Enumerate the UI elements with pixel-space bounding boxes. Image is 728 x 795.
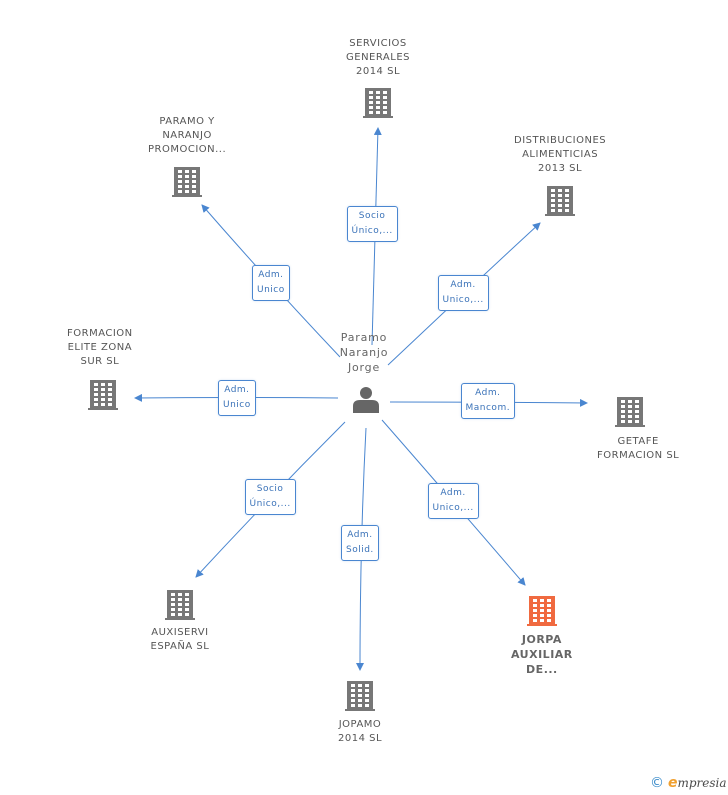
building-icon-servicios[interactable] <box>363 88 393 118</box>
relation-label-paramo[interactable]: Adm.Unico <box>252 265 290 301</box>
copyright-icon: © <box>650 775 664 791</box>
relation-label-jorpa[interactable]: Adm.Unico,... <box>427 483 479 519</box>
building-icon-distribuciones[interactable] <box>545 186 575 216</box>
building-icon-formacion[interactable] <box>88 380 118 410</box>
footer-brand: ©empresia <box>650 775 727 791</box>
person-icon[interactable] <box>353 387 379 413</box>
brand-logo: e <box>668 775 678 791</box>
relation-label-getafe[interactable]: Adm.Mancom. <box>460 383 516 419</box>
building-icon-getafe[interactable] <box>615 397 645 427</box>
center-person-name: Paramo Naranjo Jorge <box>339 331 389 374</box>
building-icon-jopamo[interactable] <box>345 681 375 711</box>
brand-name: mpresia <box>677 776 727 790</box>
building-icon-paramo[interactable] <box>172 167 202 197</box>
building-icon-jorpa[interactable] <box>527 596 557 626</box>
relation-label-formacion[interactable]: Adm.Unico <box>218 380 256 416</box>
building-icon-auxiservi[interactable] <box>165 590 195 620</box>
relation-label-distribuciones[interactable]: Adm.Unico,... <box>437 275 489 311</box>
relation-label-jopamo[interactable]: Adm.Solid. <box>341 525 379 561</box>
